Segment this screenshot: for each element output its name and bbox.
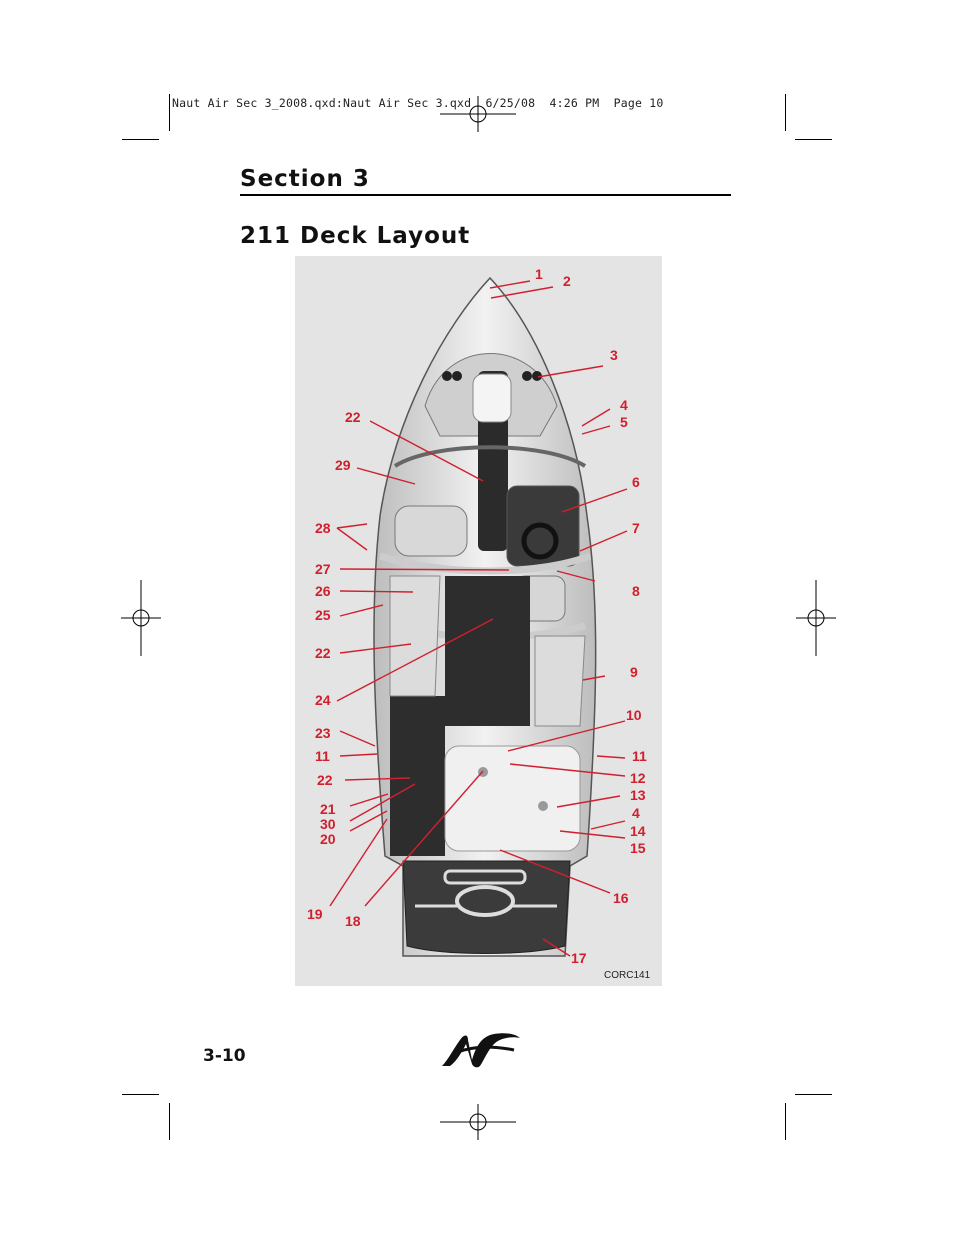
crop-mark-bottom-left-h	[122, 1094, 159, 1095]
callout-label: 22	[345, 409, 361, 425]
deck-layout-figure: 1 2 3 4 5 22 29 6 28 7 27 8 26 25 22 9 2…	[295, 256, 662, 986]
wakeboard-tower	[378, 552, 592, 575]
callout-label: 25	[315, 607, 331, 623]
callout-label: 10	[626, 707, 642, 723]
side-seat-right	[534, 635, 586, 727]
registration-mark-bottom	[440, 1104, 516, 1140]
print-slug: Naut Air Sec 3_2008.qxd:Naut Air Sec 3.q…	[172, 96, 664, 110]
bow-cushion	[472, 373, 512, 423]
page-title: 211 Deck Layout	[240, 223, 471, 249]
registration-mark-right	[796, 580, 836, 656]
callout-label: 27	[315, 561, 331, 577]
crop-mark-bottom-right-h	[795, 1094, 832, 1095]
crop-mark-top-left-v	[169, 94, 170, 131]
callout-label: 24	[315, 692, 331, 708]
callout-label: 8	[632, 583, 640, 599]
callout-label: 20	[320, 831, 336, 847]
crop-mark-bottom-right-v	[785, 1103, 786, 1140]
crop-mark-top-right-h	[795, 139, 832, 140]
callout-label: 2	[563, 273, 571, 289]
callout-label: 18	[345, 913, 361, 929]
callout-label: 23	[315, 725, 331, 741]
crop-mark-top-left-h	[122, 139, 159, 140]
callout-label: 16	[613, 890, 629, 906]
steering-wheel-icon	[521, 522, 559, 560]
callout-label: 1	[535, 266, 543, 282]
side-seat-left	[389, 575, 441, 697]
callout-label: 4	[620, 397, 628, 413]
windshield	[393, 445, 587, 468]
callout-label: 6	[632, 474, 640, 490]
callout-label: 11	[315, 748, 330, 764]
section-title: Section 3	[240, 166, 370, 192]
page-number: 3-10	[203, 1046, 246, 1066]
callout-label: 30	[320, 816, 336, 832]
swim-platform	[402, 860, 571, 954]
callout-label: 4	[632, 805, 640, 821]
callout-label: 15	[630, 840, 646, 856]
callout-label: 3	[610, 347, 618, 363]
cockpit-floor	[445, 576, 530, 726]
callout-label: 26	[315, 583, 331, 599]
callout-label: 29	[335, 457, 351, 473]
callout-label: 9	[630, 664, 638, 680]
callout-label: 19	[307, 906, 323, 922]
callout-label: 5	[620, 414, 628, 430]
registration-mark-top	[440, 96, 516, 132]
callout-label: 11	[632, 748, 647, 764]
crop-mark-bottom-left-v	[169, 1103, 170, 1140]
crop-mark-top-right-v	[785, 94, 786, 131]
callout-label: 22	[317, 772, 333, 788]
callout-label: 22	[315, 645, 331, 661]
callout-labels: 1 2 3 4 5 22 29 6 28 7 27 8 26 25 22 9 2…	[307, 266, 647, 966]
nautique-logo-icon	[442, 1033, 520, 1068]
boat-deck-diagram: 1 2 3 4 5 22 29 6 28 7 27 8 26 25 22 9 2…	[295, 256, 662, 986]
callout-label: 12	[630, 770, 646, 786]
registration-mark-left	[121, 580, 161, 656]
figure-code: CORC141	[604, 970, 651, 981]
callout-label: 13	[630, 787, 646, 803]
cup-holder-icon	[442, 371, 452, 381]
callout-leaders	[329, 280, 628, 957]
callout-label: 14	[630, 823, 646, 839]
callout-label: 7	[632, 520, 640, 536]
callout-label: 17	[571, 950, 587, 966]
observer-seat	[394, 505, 468, 557]
section-rule	[240, 194, 731, 196]
callout-label: 28	[315, 520, 331, 536]
engine-hatch	[444, 745, 581, 852]
callout-label: 21	[320, 801, 336, 817]
